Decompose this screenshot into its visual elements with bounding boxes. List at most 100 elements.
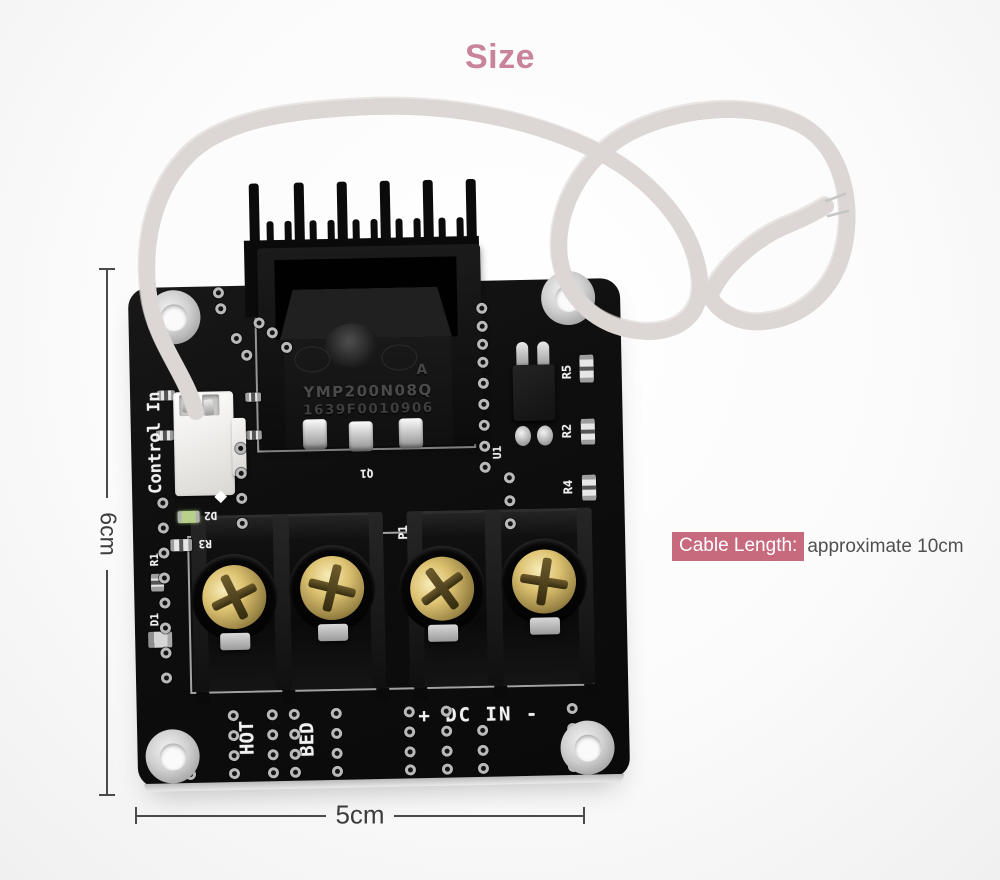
terminal-foot [376, 687, 390, 702]
via-pad [159, 597, 171, 609]
terminal-foot [196, 691, 210, 705]
mosfet-leg [302, 419, 328, 450]
via-pad [477, 356, 489, 368]
silk-d2: D2 [203, 508, 218, 523]
via-pad [157, 522, 169, 534]
mosfet-power-module-board: YMP200N08Q 1639F0010906 A Control In HOT… [127, 178, 631, 792]
via-pad [212, 287, 225, 299]
heatsink-fin [422, 179, 434, 242]
via-pad [288, 708, 300, 720]
u1-optocoupler [512, 364, 556, 422]
via-pad [267, 767, 280, 779]
terminal-clamp [529, 617, 561, 635]
heatsink-stub [309, 220, 317, 247]
via-pad [289, 766, 302, 778]
r2-resistor [580, 418, 596, 445]
mosfet-logo: A [416, 361, 429, 379]
silk-r5: R5 [559, 364, 574, 380]
pcb-bottom-edge [144, 773, 625, 792]
via-pad [228, 767, 241, 780]
terminal-foot [494, 685, 508, 699]
u1-pin [537, 341, 550, 366]
heatsink-fin [248, 183, 260, 246]
page-title: Size [464, 38, 536, 76]
via-pad [160, 647, 172, 659]
terminal-foot [584, 683, 598, 697]
via-pad [266, 709, 278, 721]
via-pad [331, 727, 343, 740]
silk-dc-in: + DC IN - [418, 702, 540, 728]
heatsink-stub [266, 221, 274, 248]
terminal-screw [507, 545, 581, 619]
heatsink-stub [438, 217, 446, 244]
mounting-hole-bottom-right [559, 720, 616, 776]
r3-resistor [170, 538, 193, 552]
silk-d1: D1 [148, 612, 162, 627]
via-pad [477, 724, 489, 736]
via-pad [479, 461, 491, 473]
via-pad [267, 749, 279, 761]
via-pad [479, 440, 491, 452]
input-smd-resistor [245, 392, 262, 402]
via-pad [158, 572, 171, 584]
cable-length-note: Cable Length: approximate 10cm [672, 532, 964, 561]
via-pad [331, 765, 344, 778]
silk-hot: HOT [235, 720, 259, 756]
heatsink-fin [336, 181, 348, 244]
d1-diode [148, 631, 173, 648]
silk-r2: R2 [559, 423, 575, 439]
silk-r4: R4 [560, 479, 576, 495]
via-pad [477, 377, 490, 389]
width-dim-cap-left [135, 807, 137, 824]
via-pad [331, 747, 343, 760]
via-pad [504, 495, 516, 507]
heatsink-stub [395, 218, 403, 245]
via-pad [441, 763, 454, 775]
via-pad [160, 672, 173, 684]
heatsink-stub [352, 219, 360, 246]
via-pad [404, 726, 416, 738]
silk-r3: R3 [198, 537, 212, 551]
heatsink-stub [456, 217, 464, 244]
wire-crimp [203, 399, 215, 417]
terminal-foot [414, 687, 428, 701]
bare-wire-tip [826, 209, 850, 218]
height-dim-cap-top [99, 268, 115, 270]
silk-u1: U1 [490, 445, 504, 460]
heatsink-stub [327, 219, 335, 247]
mounting-hole-top-left [145, 289, 201, 345]
width-dim-label: 5cm [335, 799, 385, 830]
via-pad [230, 332, 243, 345]
via-pad [241, 349, 253, 361]
height-dim-line-bottom [106, 570, 108, 795]
r5-resistor [579, 354, 594, 383]
u1-pin [516, 341, 529, 367]
via-pad [476, 320, 488, 332]
bare-wire-tip [824, 192, 847, 203]
via-pad [477, 744, 489, 756]
via-pad [441, 725, 453, 737]
width-dim-line-left [136, 815, 326, 817]
mounting-hole-top-right [540, 270, 596, 326]
height-dim-label: 6cm [95, 512, 122, 556]
input-smd-resistor [245, 430, 263, 440]
via-pad [403, 706, 415, 718]
terminal-clamp [317, 623, 349, 642]
via-pad [215, 303, 227, 315]
via-pad [267, 729, 279, 741]
terminal-clamp [220, 632, 251, 651]
heatsink-stub [370, 218, 378, 246]
silk-control-in: Control In [143, 391, 167, 495]
via-pad [235, 467, 247, 479]
heatsink-stub [284, 220, 292, 247]
mosfet-marking-line2: 1639F0010906 [302, 399, 434, 419]
mosfet-leg [398, 418, 424, 449]
via-pad [227, 709, 239, 722]
via-pad [228, 749, 240, 762]
via-pad [441, 745, 453, 757]
cable-length-label: Cable Length: [672, 532, 805, 561]
heatsink-stub [413, 218, 421, 245]
via-pad [477, 762, 490, 774]
via-pad [566, 702, 578, 715]
heatsink-fin [465, 178, 477, 242]
